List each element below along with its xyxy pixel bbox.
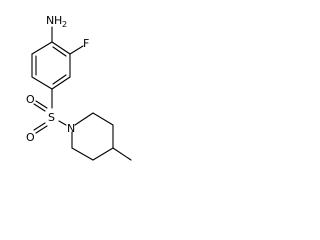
sulfonyl-oxygen-bottom-label: O	[26, 131, 35, 144]
bond-c3-c4	[51, 76, 71, 90]
double-bond-c3-c4	[52, 74, 67, 85]
bond-cd-ce	[71, 147, 94, 161]
bond-s-n	[58, 120, 67, 126]
double-bond-c1-c2	[52, 46, 67, 57]
bond-cc-methyl	[112, 147, 132, 161]
bond-c4-c5	[31, 76, 53, 90]
amine-hydrogen-label: H	[54, 14, 62, 27]
bond-s-o-top-a	[33, 103, 46, 112]
bond-n-ca	[74, 112, 94, 126]
amine-nitrogen-label: N	[46, 14, 54, 27]
bond-cc-cd	[92, 147, 114, 161]
piperidine-nitrogen-label: N	[67, 122, 75, 135]
piperidine-ring	[71, 112, 114, 161]
bond-c2-f	[69, 45, 84, 55]
sulfur-label: S	[48, 111, 55, 124]
amine-hydrogen-subscript: 2	[62, 20, 67, 29]
bond-s-o-bottom-a	[33, 122, 46, 131]
bond-c6-c1	[31, 41, 53, 55]
bond-ca-cb	[92, 112, 114, 126]
bond-c1-c2	[51, 41, 71, 55]
structure-diagram: N H 2 F S O O N	[26, 14, 132, 161]
benzene-ring	[31, 41, 71, 90]
bond-s-o-top-b	[35, 100, 48, 109]
fluorine-label: F	[83, 37, 89, 50]
sulfonyl-oxygen-top-label: O	[26, 93, 35, 106]
bond-s-o-bottom-b	[35, 125, 48, 134]
